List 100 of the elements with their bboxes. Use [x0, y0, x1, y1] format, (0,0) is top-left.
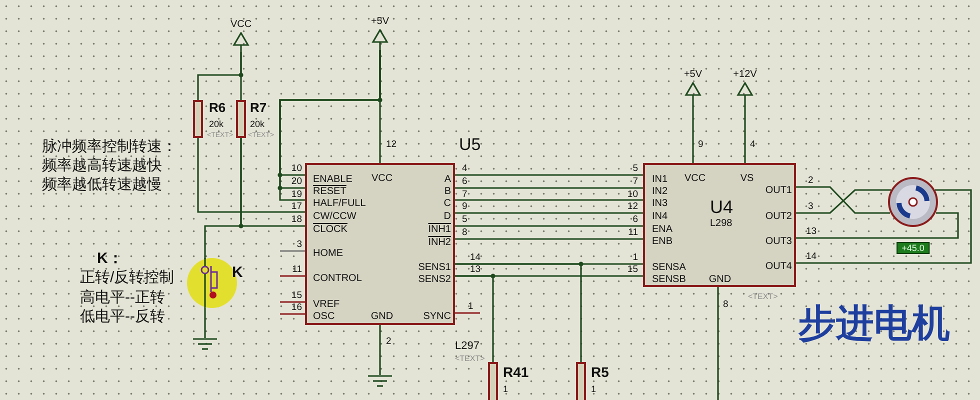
pin-label: OUT3 [765, 236, 792, 246]
switch-label: K [232, 264, 243, 280]
pin-label: IN2 [652, 186, 668, 196]
pin-label: VCC [684, 172, 706, 184]
pin-number: 9 [462, 202, 468, 212]
wire [455, 199, 643, 201]
pin-number: 2 [386, 337, 392, 347]
pin-number: 4 [750, 140, 756, 150]
wire [204, 307, 206, 338]
pin-number: 20 [291, 177, 302, 187]
resistor-label: R41 [503, 364, 529, 380]
note-text: 正转/反转控制 [80, 268, 174, 286]
pin-number: 12 [386, 140, 397, 150]
pin-label: VCC [371, 172, 393, 184]
pin-number: 14 [470, 253, 481, 263]
pin-number: 8 [723, 300, 728, 310]
note-text: 高电平--正转 [80, 288, 165, 306]
wire [455, 212, 643, 214]
pin-number: 6 [632, 215, 638, 225]
pin-label: OUT1 [765, 184, 792, 196]
pin-number: 15 [627, 265, 638, 275]
pin-number: 13 [806, 227, 817, 237]
wire [455, 225, 643, 227]
wire [455, 263, 582, 362]
pin-label: OUT4 [765, 260, 792, 272]
pin-label: D [444, 210, 451, 222]
pin-label: RESET [313, 186, 346, 196]
pin-label: VS [740, 172, 754, 184]
pin-label: INH2 [428, 236, 451, 248]
pin-number: 6 [462, 177, 468, 187]
pin-label: OUT2 [765, 210, 792, 222]
pin-label: ENB [652, 236, 673, 246]
pin-number: 5 [632, 164, 638, 174]
pin-label: HALF/FULL [313, 198, 366, 208]
pin-number: 8 [462, 228, 468, 238]
pin-label: IN3 [652, 198, 668, 208]
pin-label: IN4 [652, 210, 668, 222]
wire [744, 100, 746, 163]
title-text: 步进电机 [798, 303, 950, 345]
pin-label: IN1 [652, 174, 668, 184]
chip-label: U5 [459, 134, 481, 154]
wire [197, 138, 305, 213]
pin-label: ENA [652, 224, 673, 234]
pin-label: INH1 [428, 224, 451, 234]
resistor [576, 362, 586, 400]
power-label: +5V [370, 16, 390, 26]
pin-number: 1 [632, 253, 638, 263]
pin-label: CLOCK [313, 224, 348, 234]
reference-label: <TEXT> [455, 354, 485, 362]
resistor [236, 100, 246, 138]
part-number: L298 [710, 218, 732, 228]
wire [455, 238, 643, 240]
motor-display: +45.0 [896, 242, 930, 254]
pin-number: 3 [296, 240, 302, 250]
pin-label: HOME [313, 248, 343, 258]
pin-number: 7 [462, 190, 468, 200]
pin-number: 10 [627, 190, 638, 200]
wire [455, 275, 494, 362]
pin-number: 12 [627, 202, 638, 212]
resistor [488, 362, 498, 400]
resistor-value: 1 [591, 384, 596, 394]
chip-label: U4 [710, 197, 734, 217]
power-label: VCC [230, 18, 252, 30]
pin-number: 16 [291, 303, 302, 313]
note-text: 脉冲频率控制转速： [42, 138, 177, 154]
ground-symbol [368, 375, 392, 389]
pin-label: CONTROL [313, 272, 362, 284]
pin-number: 14 [806, 252, 817, 262]
pin-number: 3 [808, 202, 814, 212]
resistor-label: R7 [250, 101, 267, 115]
pin-label: GND [370, 310, 394, 322]
chip [643, 163, 796, 287]
note-text: 低电平--反转 [80, 308, 165, 324]
pin-label: VREF [313, 298, 340, 310]
wire [455, 174, 643, 176]
pin-number: 5 [462, 215, 468, 225]
reference-label: <TEXT> [748, 292, 778, 300]
pin-number: 11 [292, 265, 302, 275]
pin-label: SENS2 [418, 274, 451, 284]
note-text: 频率越低转速越慢 [42, 176, 162, 192]
ground-symbol [193, 338, 217, 352]
resistor-label: R5 [591, 364, 609, 380]
pin-number: 17 [291, 202, 302, 212]
wire [692, 100, 694, 163]
pin-label: SENSB [652, 274, 686, 284]
note-text: 频率越高转速越快 [42, 156, 162, 174]
pin-label: GND [708, 274, 732, 284]
pin-number: 1 [468, 302, 474, 312]
pin-label: SYNC [423, 310, 451, 322]
wire [240, 52, 242, 100]
pin-number: 15 [291, 291, 302, 301]
wire [204, 138, 242, 259]
pin-number: 13 [470, 265, 481, 275]
wire [379, 325, 381, 375]
pin-label: C [444, 198, 451, 208]
pin-label: SENSA [652, 262, 686, 272]
pin-label: B [444, 186, 451, 196]
resistor [193, 100, 203, 138]
pin-number: 9 [698, 140, 704, 150]
pin-label: ENABLE [313, 174, 352, 184]
